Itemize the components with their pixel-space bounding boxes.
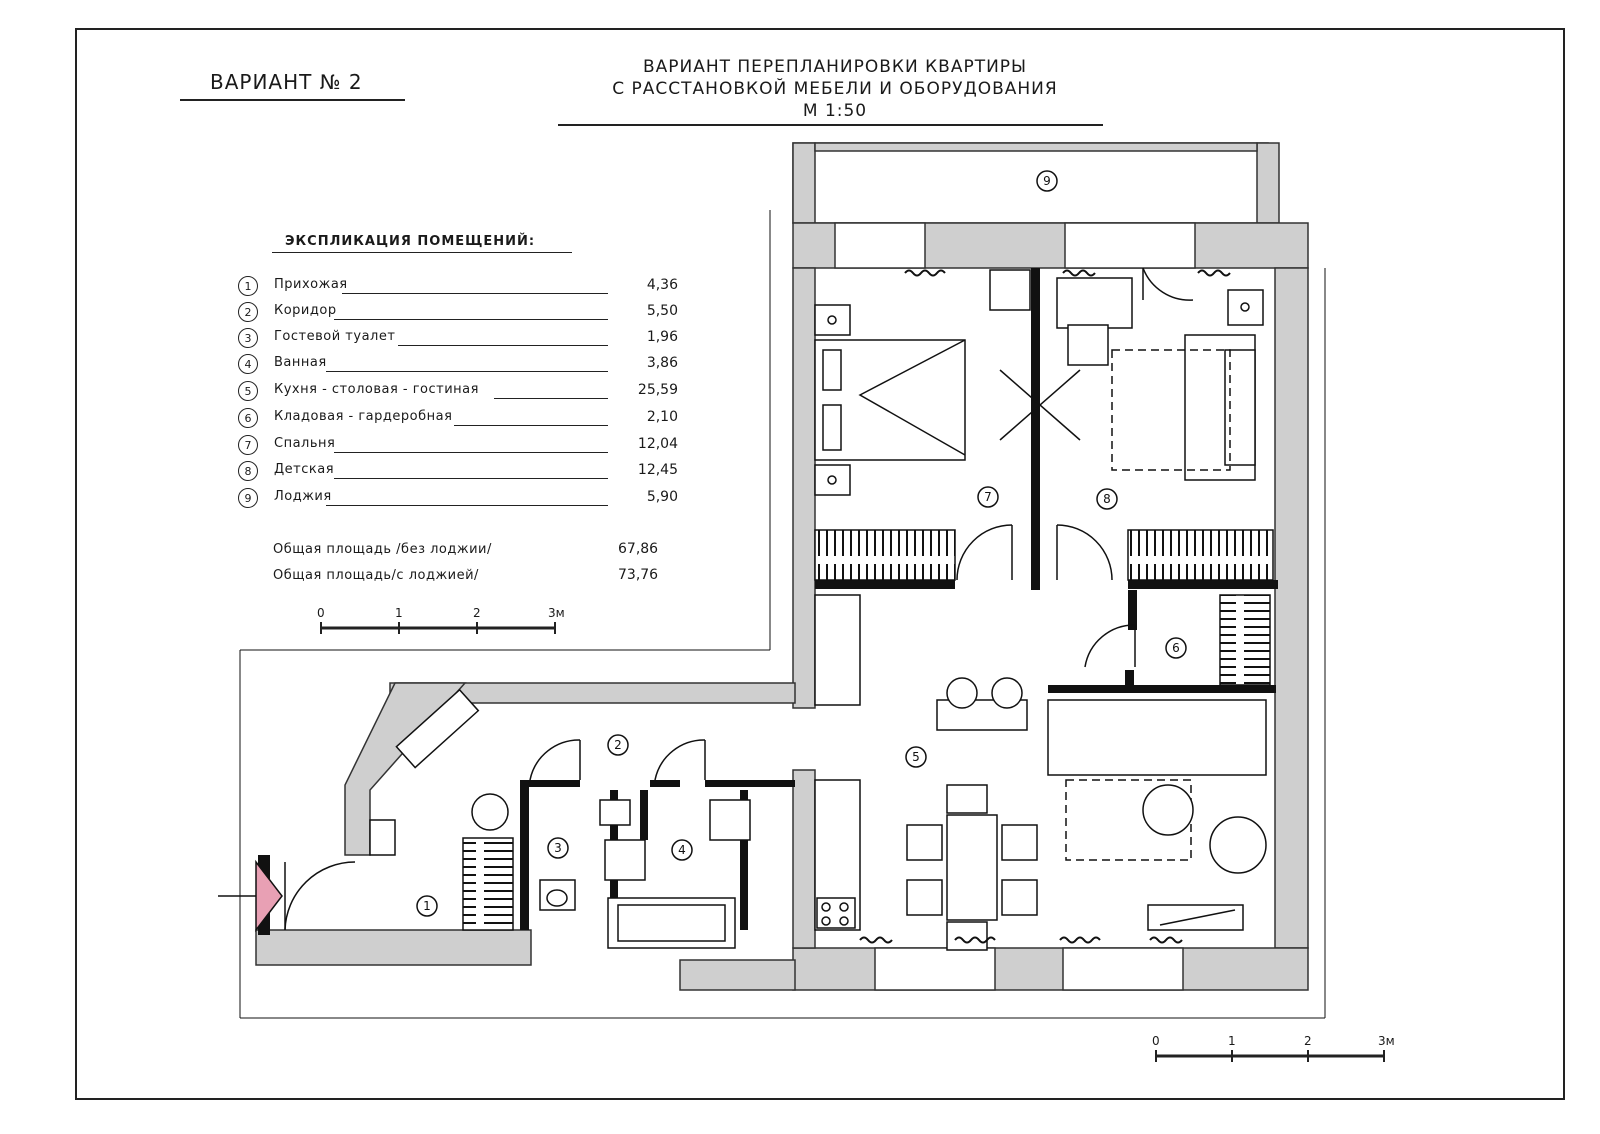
leader-line xyxy=(334,319,608,320)
room-markers: 1 2 3 4 5 6 7 8 9 xyxy=(416,170,1187,917)
hall-bath-fixtures xyxy=(369,688,751,949)
title-underline xyxy=(558,124,1103,126)
title-line-2: с расстановкой мебели и оборудования xyxy=(612,79,1058,99)
room-area: 5,90 xyxy=(646,489,678,505)
room-marker-circle xyxy=(607,734,629,756)
room-marker-label: 1 xyxy=(423,899,431,913)
bedroom-furniture xyxy=(814,269,1031,581)
room-number: 4 xyxy=(238,354,258,374)
sliding-partition xyxy=(999,369,1081,441)
leader-line xyxy=(342,293,608,294)
scale-tick-label: 3м xyxy=(1378,1034,1395,1048)
door-swings xyxy=(284,267,1194,931)
room-name: Кладовая - гардеробная xyxy=(274,409,453,424)
room-area: 12,45 xyxy=(637,462,678,478)
leader-line xyxy=(326,371,608,372)
leader-line xyxy=(494,398,608,399)
variant-underline xyxy=(180,99,405,101)
room-marker-circle xyxy=(1096,488,1118,510)
room-number: 7 xyxy=(238,435,258,455)
room-marker-label: 5 xyxy=(912,750,920,764)
explication-row: 6 Кладовая - гардеробная 2,10 xyxy=(238,408,678,434)
leader-line xyxy=(398,345,608,346)
windows xyxy=(834,222,1196,991)
room-name: Спальня xyxy=(274,436,336,451)
kitchen-living-furniture xyxy=(814,594,1267,951)
room-marker-circle xyxy=(977,486,999,508)
room-marker-circle xyxy=(1036,170,1058,192)
room-area: 4,36 xyxy=(646,277,678,293)
room-number: 1 xyxy=(238,276,258,296)
room-marker-circle xyxy=(416,895,438,917)
title-scale: М 1:50 xyxy=(802,101,868,121)
explication-row: 7 Спальня 12,04 xyxy=(238,435,678,461)
room-marker-label: 4 xyxy=(678,843,686,857)
room-marker-label: 8 xyxy=(1103,492,1111,506)
room-marker-circle xyxy=(1165,637,1187,659)
sheet-title: Вариант перепланировки квартиры с расста… xyxy=(575,56,1095,122)
room-number: 3 xyxy=(238,328,258,348)
room-area: 1,96 xyxy=(646,329,678,345)
room-number: 2 xyxy=(238,302,258,322)
explication-heading-underline xyxy=(272,252,572,253)
room-name: Лоджия xyxy=(274,489,332,504)
room-area: 12,04 xyxy=(637,436,678,452)
explication-row: 9 Лоджия 5,90 xyxy=(238,488,678,514)
internal-walls xyxy=(258,268,1278,935)
total-area-with-loggia-label: Общая площадь/с лоджией/ xyxy=(273,568,479,583)
dimension-lines xyxy=(239,210,1326,1019)
room-marker-circle xyxy=(671,839,693,861)
room-marker-circle xyxy=(547,837,569,859)
scale-tick-label: 2 xyxy=(1304,1034,1312,1048)
leader-line xyxy=(454,425,608,426)
drawing-sheet xyxy=(75,28,1565,1100)
room-number: 8 xyxy=(238,461,258,481)
scale-tick-label: 1 xyxy=(1228,1034,1236,1048)
title-line-1: Вариант перепланировки квартиры xyxy=(642,57,1028,77)
leader-line xyxy=(334,452,608,453)
explication-row: 2 Коридор 5,50 xyxy=(238,302,678,328)
explication-row: 8 Детская 12,45 xyxy=(238,461,678,487)
room-marker-label: 7 xyxy=(984,490,992,504)
room-name: Гостевой туалет xyxy=(274,329,396,344)
scale-tick-label: 2 xyxy=(473,606,481,620)
room-area: 5,50 xyxy=(646,303,678,319)
room-marker-label: 2 xyxy=(614,738,622,752)
room-marker-circle xyxy=(905,746,927,768)
room-name: Детская xyxy=(274,462,335,477)
room-marker-label: 6 xyxy=(1172,641,1180,655)
scale-tick-label: 1 xyxy=(395,606,403,620)
kids-room-furniture xyxy=(1056,277,1274,686)
radiators xyxy=(859,269,1231,944)
room-marker-label: 9 xyxy=(1043,174,1051,188)
scale-tick-label: 3м xyxy=(548,606,565,620)
leader-line xyxy=(326,505,608,506)
room-number: 6 xyxy=(238,408,258,428)
room-number: 9 xyxy=(238,488,258,508)
leader-line xyxy=(334,478,608,479)
variant-label: Вариант № 2 xyxy=(210,70,363,94)
room-name: Коридор xyxy=(274,303,337,318)
entrance-arrow xyxy=(218,859,283,933)
total-area-without-loggia-value: 67,86 xyxy=(618,541,659,557)
room-area: 25,59 xyxy=(637,382,678,398)
total-area-without-loggia-label: Общая площадь /без лоджии/ xyxy=(273,542,492,557)
explication-heading: Экспликация помещений: xyxy=(285,234,536,249)
explication-row: 3 Гостевой туалет 1,96 xyxy=(238,328,678,354)
room-number: 5 xyxy=(238,381,258,401)
explication-row: 4 Ванная 3,86 xyxy=(238,354,678,380)
room-area: 3,86 xyxy=(646,355,678,371)
scale-tick-label: 0 xyxy=(1152,1034,1160,1048)
scale-tick-label: 0 xyxy=(317,606,325,620)
room-name: Прихожая xyxy=(274,277,348,292)
room-marker-label: 3 xyxy=(554,841,562,855)
explication-row: 1 Прихожая 4,36 xyxy=(238,276,678,302)
total-area-with-loggia-value: 73,76 xyxy=(618,567,659,583)
room-name: Ванная xyxy=(274,355,327,370)
explication-row: 5 Кухня - столовая - гостиная 25,59 xyxy=(238,381,678,407)
room-name: Кухня - столовая - гостиная xyxy=(274,382,479,397)
room-area: 2,10 xyxy=(646,409,678,425)
